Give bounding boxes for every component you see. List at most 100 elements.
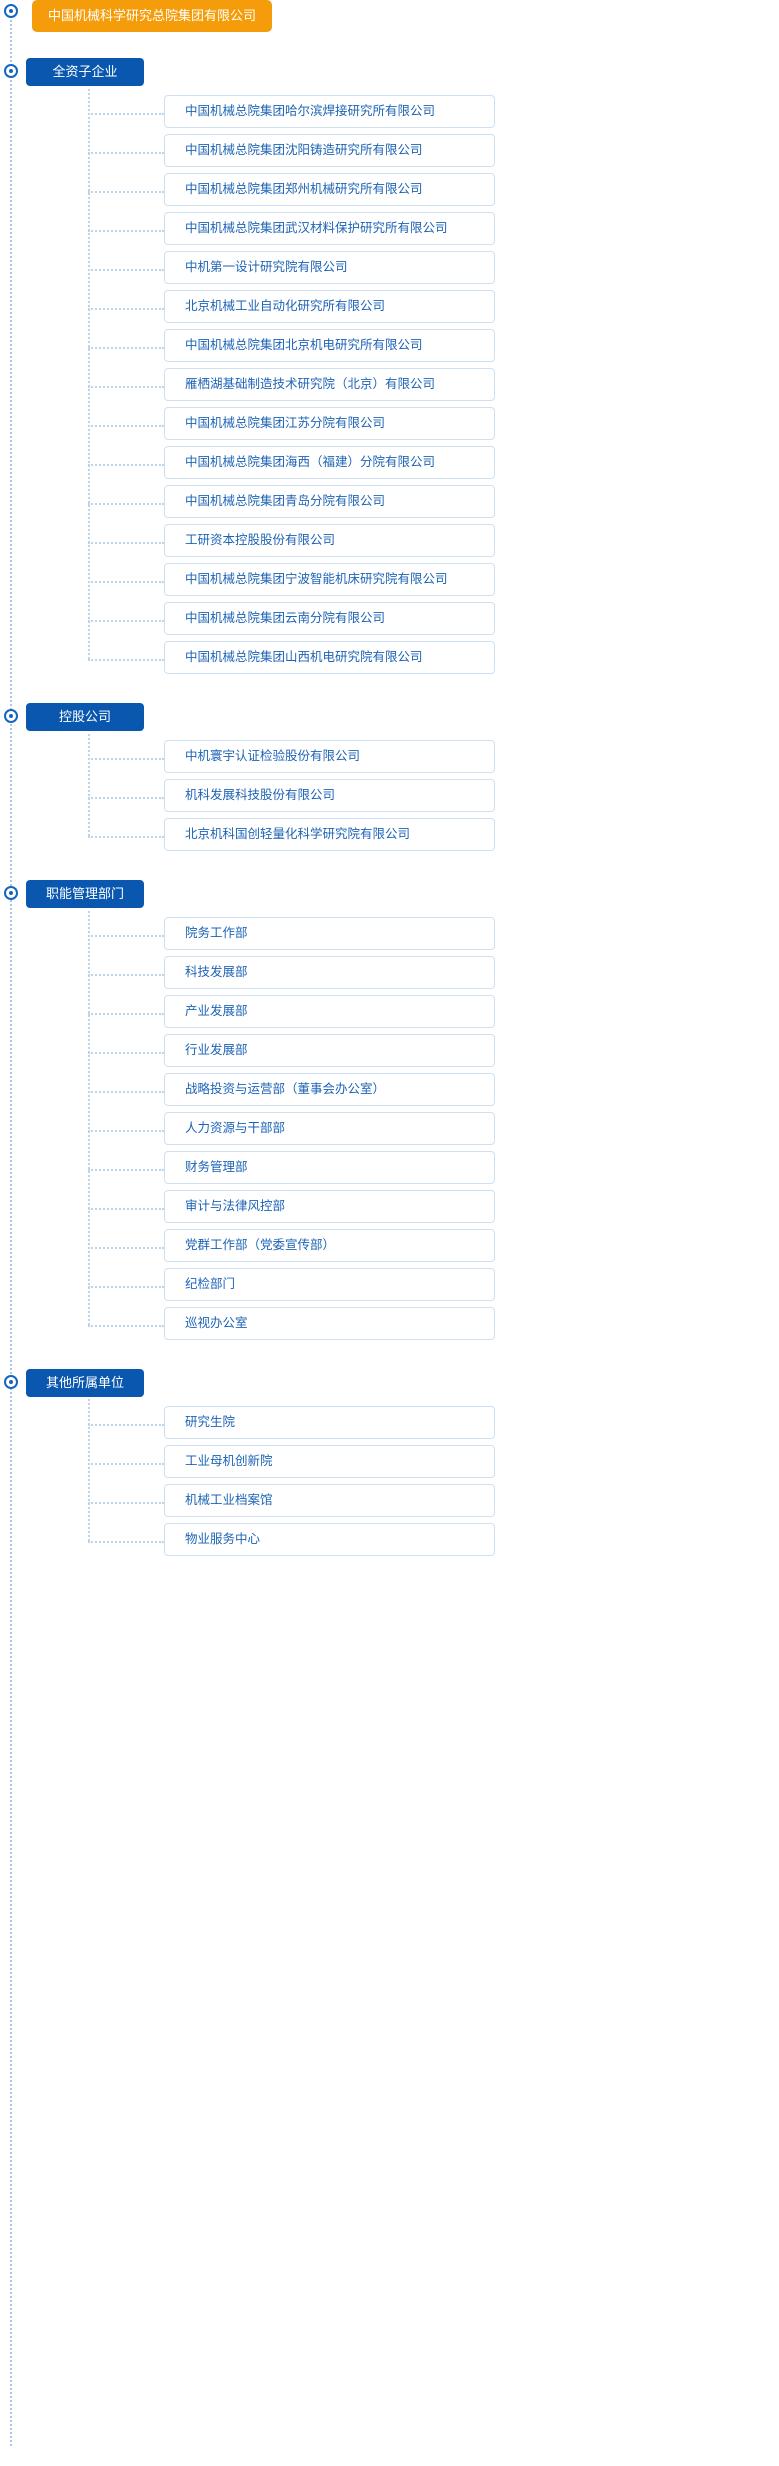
section-spacer: [0, 856, 779, 872]
section-node-dot: [4, 886, 18, 900]
connector-line: [88, 1463, 164, 1465]
org-item-row: 北京机械工业自动化研究所有限公司: [0, 289, 779, 328]
org-item-row: 院务工作部: [0, 916, 779, 955]
org-item-card[interactable]: 财务管理部: [164, 1151, 495, 1184]
section-items: 研究生院工业母机创新院机械工业档案馆物业服务中心: [0, 1395, 779, 1561]
org-item-card[interactable]: 产业发展部: [164, 995, 495, 1028]
org-item-card[interactable]: 科技发展部: [164, 956, 495, 989]
connector-line: [88, 1325, 164, 1327]
org-item-row: 中国机械总院集团青岛分院有限公司: [0, 484, 779, 523]
connector-line: [88, 386, 164, 388]
section-header-row: 全资子企业: [0, 50, 779, 94]
org-item-row: 巡视办公室: [0, 1306, 779, 1345]
connector-line: [88, 542, 164, 544]
org-item-card[interactable]: 中国机械总院集团郑州机械研究所有限公司: [164, 173, 495, 206]
org-item-row: 中国机械总院集团郑州机械研究所有限公司: [0, 172, 779, 211]
org-item-row: 纪检部门: [0, 1267, 779, 1306]
org-item-row: 党群工作部（党委宣传部）: [0, 1228, 779, 1267]
org-item-card[interactable]: 审计与法律风控部: [164, 1190, 495, 1223]
connector-line: [88, 152, 164, 154]
org-item-card[interactable]: 中国机械总院集团北京机电研究所有限公司: [164, 329, 495, 362]
connector-line: [88, 1541, 164, 1543]
org-item-card[interactable]: 中国机械总院集团哈尔滨焊接研究所有限公司: [164, 95, 495, 128]
section-header-row: 其他所属单位: [0, 1361, 779, 1405]
org-item-card[interactable]: 中国机械总院集团沈阳铸造研究所有限公司: [164, 134, 495, 167]
org-item-row: 中国机械总院集团武汉材料保护研究所有限公司: [0, 211, 779, 250]
org-item-card[interactable]: 中机第一设计研究院有限公司: [164, 251, 495, 284]
org-item-card[interactable]: 巡视办公室: [164, 1307, 495, 1340]
org-item-card[interactable]: 工研资本控股股份有限公司: [164, 524, 495, 557]
org-item-card[interactable]: 中国机械总院集团青岛分院有限公司: [164, 485, 495, 518]
connector-line: [88, 191, 164, 193]
org-item-row: 中国机械总院集团北京机电研究所有限公司: [0, 328, 779, 367]
org-item-row: 中机寰宇认证检验股份有限公司: [0, 739, 779, 778]
section-items: 中机寰宇认证检验股份有限公司机科发展科技股份有限公司北京机科国创轻量化科学研究院…: [0, 729, 779, 856]
connector-line: [88, 113, 164, 115]
section-spacer: [0, 34, 779, 50]
section-title-4[interactable]: 其他所属单位: [26, 1369, 144, 1397]
org-item-card[interactable]: 研究生院: [164, 1406, 495, 1439]
org-item-card[interactable]: 中国机械总院集团宁波智能机床研究院有限公司: [164, 563, 495, 596]
org-item-card[interactable]: 行业发展部: [164, 1034, 495, 1067]
org-item-card[interactable]: 中国机械总院集团山西机电研究院有限公司: [164, 641, 495, 674]
connector-line: [88, 347, 164, 349]
org-item-card[interactable]: 雁栖湖基础制造技术研究院（北京）有限公司: [164, 368, 495, 401]
org-section: 职能管理部门院务工作部科技发展部产业发展部行业发展部战略投资与运营部（董事会办公…: [0, 856, 779, 1345]
connector-line: [88, 581, 164, 583]
connector-line: [88, 1424, 164, 1426]
org-item-card[interactable]: 机科发展科技股份有限公司: [164, 779, 495, 812]
org-item-card[interactable]: 机械工业档案馆: [164, 1484, 495, 1517]
connector-line: [88, 503, 164, 505]
org-item-row: 中国机械总院集团哈尔滨焊接研究所有限公司: [0, 94, 779, 133]
org-section: 全资子企业中国机械总院集团哈尔滨焊接研究所有限公司中国机械总院集团沈阳铸造研究所…: [0, 34, 779, 679]
connector-line: [88, 1169, 164, 1171]
org-item-row: 中国机械总院集团宁波智能机床研究院有限公司: [0, 562, 779, 601]
org-item-row: 中机第一设计研究院有限公司: [0, 250, 779, 289]
org-item-row: 中国机械总院集团江苏分院有限公司: [0, 406, 779, 445]
org-item-card[interactable]: 中国机械总院集团江苏分院有限公司: [164, 407, 495, 440]
section-title-1[interactable]: 全资子企业: [26, 58, 144, 86]
org-item-row: 中国机械总院集团沈阳铸造研究所有限公司: [0, 133, 779, 172]
root-node-dot: [4, 4, 18, 18]
org-item-row: 机科发展科技股份有限公司: [0, 778, 779, 817]
connector-line: [88, 758, 164, 760]
org-item-card[interactable]: 中机寰宇认证检验股份有限公司: [164, 740, 495, 773]
root-node[interactable]: 中国机械科学研究总院集团有限公司: [32, 0, 273, 32]
section-title-3[interactable]: 职能管理部门: [26, 880, 144, 908]
root-node-row: 中国机械科学研究总院集团有限公司: [0, 0, 779, 34]
section-title-2[interactable]: 控股公司: [26, 703, 144, 731]
org-item-card[interactable]: 纪检部门: [164, 1268, 495, 1301]
org-item-row: 研究生院: [0, 1405, 779, 1444]
connector-line: [88, 1286, 164, 1288]
org-item-row: 审计与法律风控部: [0, 1189, 779, 1228]
org-item-row: 产业发展部: [0, 994, 779, 1033]
org-item-card[interactable]: 北京机科国创轻量化科学研究院有限公司: [164, 818, 495, 851]
section-node-dot: [4, 64, 18, 78]
org-item-card[interactable]: 物业服务中心: [164, 1523, 495, 1556]
connector-line: [88, 1208, 164, 1210]
connector-line: [88, 935, 164, 937]
org-item-card[interactable]: 战略投资与运营部（董事会办公室）: [164, 1073, 495, 1106]
org-item-card[interactable]: 人力资源与干部部: [164, 1112, 495, 1145]
org-item-card[interactable]: 院务工作部: [164, 917, 495, 950]
sections-container: 全资子企业中国机械总院集团哈尔滨焊接研究所有限公司中国机械总院集团沈阳铸造研究所…: [0, 34, 779, 1561]
org-item-card[interactable]: 中国机械总院集团武汉材料保护研究所有限公司: [164, 212, 495, 245]
org-item-row: 行业发展部: [0, 1033, 779, 1072]
org-item-row: 北京机科国创轻量化科学研究院有限公司: [0, 817, 779, 856]
org-item-row: 物业服务中心: [0, 1522, 779, 1561]
org-item-card[interactable]: 工业母机创新院: [164, 1445, 495, 1478]
section-items: 院务工作部科技发展部产业发展部行业发展部战略投资与运营部（董事会办公室） 人力资源…: [0, 906, 779, 1345]
org-item-row: 工研资本控股股份有限公司: [0, 523, 779, 562]
section-items: 中国机械总院集团哈尔滨焊接研究所有限公司中国机械总院集团沈阳铸造研究所有限公司中…: [0, 84, 779, 679]
org-item-row: 中国机械总院集团云南分院有限公司: [0, 601, 779, 640]
org-item-card[interactable]: 中国机械总院集团海西（福建）分院有限公司: [164, 446, 495, 479]
connector-line: [88, 797, 164, 799]
org-item-row: 中国机械总院集团山西机电研究院有限公司: [0, 640, 779, 679]
connector-line: [88, 1091, 164, 1093]
org-item-card[interactable]: 北京机械工业自动化研究所有限公司: [164, 290, 495, 323]
org-item-card[interactable]: 中国机械总院集团云南分院有限公司: [164, 602, 495, 635]
org-item-card[interactable]: 党群工作部（党委宣传部）: [164, 1229, 495, 1262]
section-spacer: [0, 1345, 779, 1361]
org-section: 其他所属单位研究生院工业母机创新院机械工业档案馆物业服务中心: [0, 1345, 779, 1561]
